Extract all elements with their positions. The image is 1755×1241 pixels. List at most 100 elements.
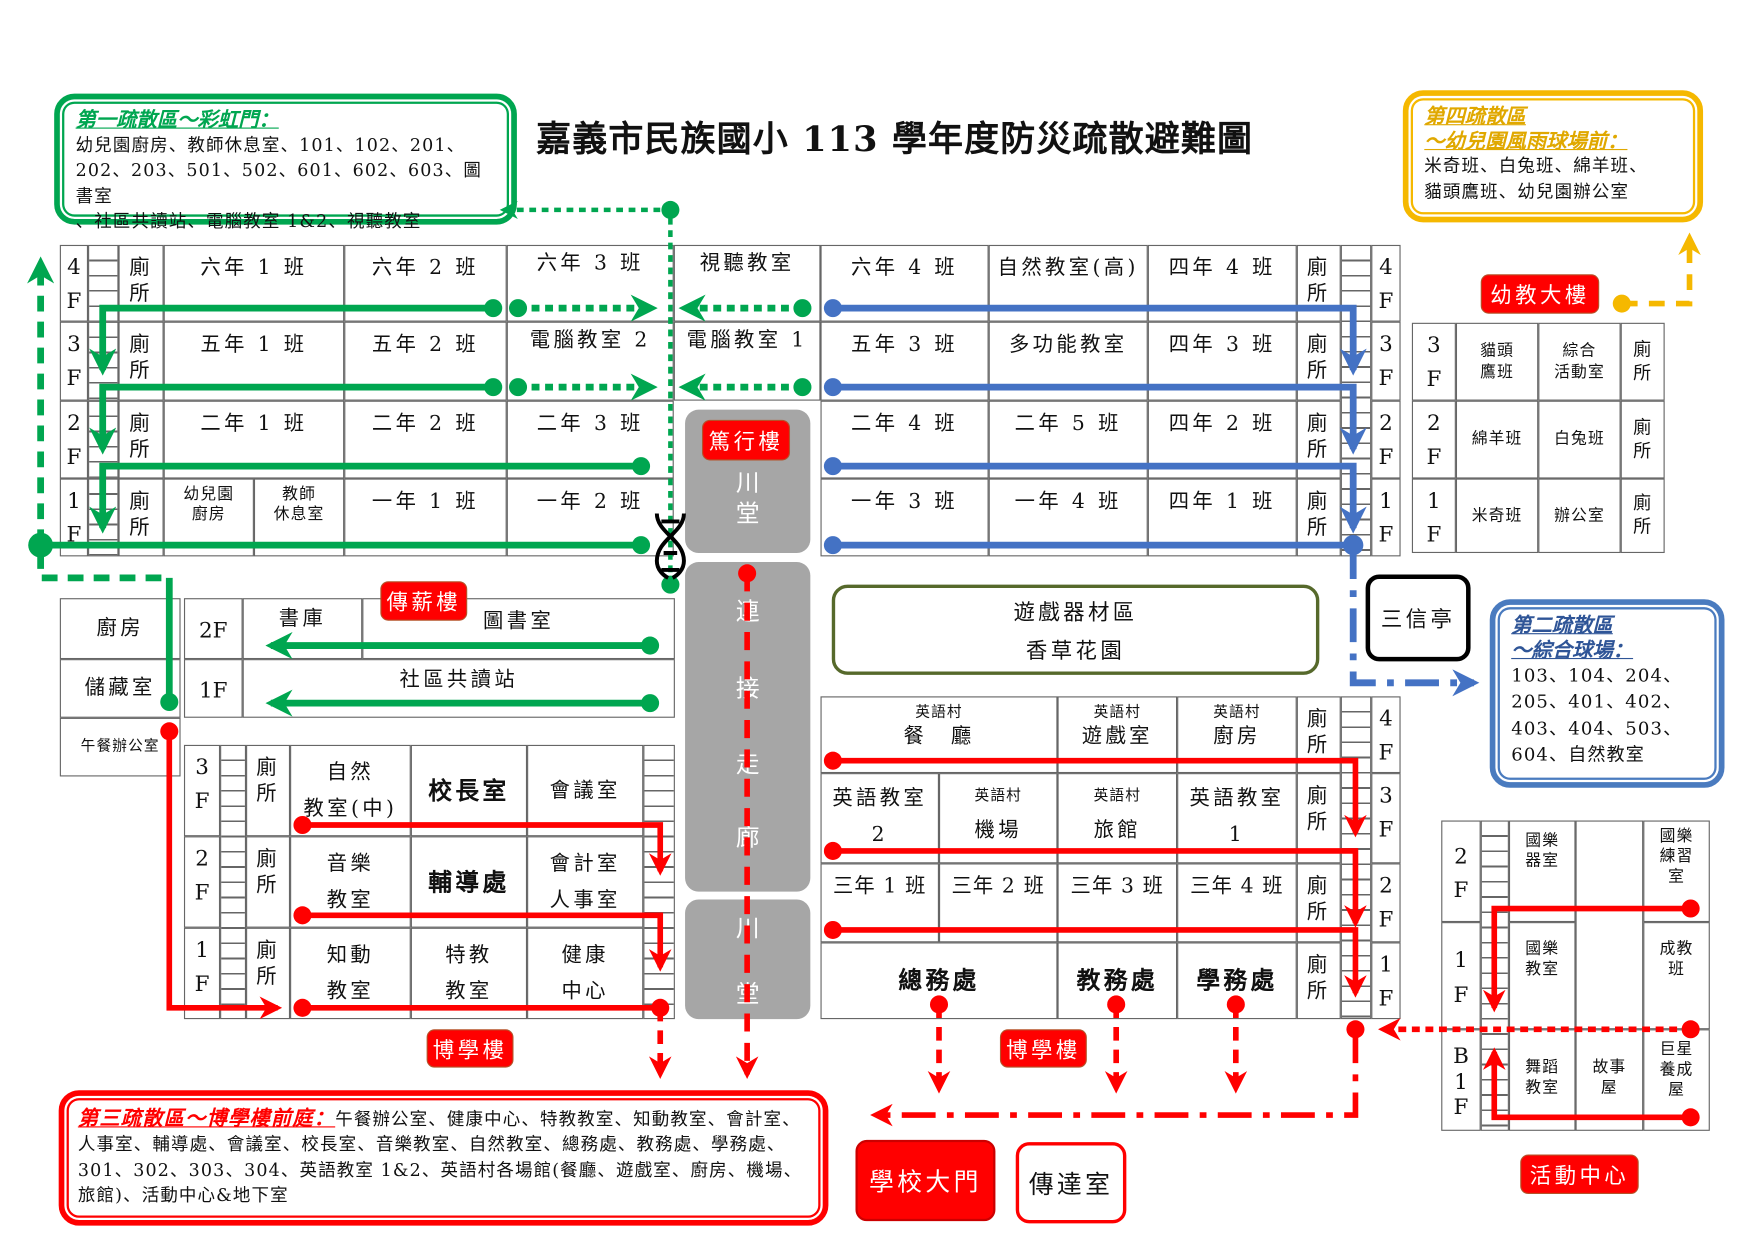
special-ed-room: 特教 教室 bbox=[410, 927, 528, 1020]
floor-label: 2 F bbox=[1441, 820, 1481, 923]
classroom: 白兔班 bbox=[1538, 400, 1621, 479]
classroom: 四年 1 班 bbox=[1147, 478, 1297, 557]
student-affairs-office: 學務處 bbox=[1177, 942, 1297, 1020]
route-dot bbox=[823, 536, 842, 555]
stairs bbox=[220, 744, 247, 1020]
route-dot bbox=[1681, 1020, 1700, 1039]
teacher-lounge: 教師 休息室 bbox=[253, 478, 345, 557]
zone4-text: 米奇班、白兔班、綿羊班、 貓頭鷹班、幼兒園辦公室 bbox=[1424, 155, 1648, 202]
floor-label: 1 F bbox=[1411, 478, 1456, 554]
floor-label: 2 F bbox=[1371, 863, 1401, 943]
route-dot bbox=[641, 694, 660, 713]
route-dot bbox=[1343, 534, 1364, 556]
toilet: 廁 所 bbox=[1620, 400, 1665, 479]
route-blue-5f bbox=[832, 383, 1367, 455]
route-dot bbox=[1681, 1108, 1700, 1127]
classroom: 五年 2 班 bbox=[344, 321, 507, 401]
toilet: 廁 所 bbox=[1296, 244, 1341, 322]
multipurpose-room: 多功能教室 bbox=[988, 321, 1148, 401]
herb-garden-label: 香草花園 bbox=[1025, 638, 1126, 664]
route-dot bbox=[823, 457, 842, 476]
toilet: 廁 所 bbox=[246, 836, 291, 928]
classroom: 貓頭 鷹班 bbox=[1455, 322, 1539, 401]
room-name: 英語教室 bbox=[1189, 786, 1285, 811]
classroom: 二年 2 班 bbox=[344, 400, 507, 479]
zone4-box: 第四疏散區 ～幼兒園風雨球場前： 米奇班、白兔班、綿羊班、 貓頭鷹班、幼兒園辦公… bbox=[1402, 90, 1704, 223]
route-dot bbox=[484, 299, 503, 318]
classroom: 一年 4 班 bbox=[988, 478, 1148, 557]
classroom: 三年 2 班 bbox=[938, 863, 1058, 943]
route-dot bbox=[160, 692, 179, 712]
classroom: 米奇班 bbox=[1455, 478, 1539, 554]
guard-room: 傳達室 bbox=[1015, 1142, 1127, 1224]
chinese-music-instrument-room: 國樂 器室 bbox=[1508, 820, 1576, 923]
accounting-personnel-office: 會計室 人事室 bbox=[527, 836, 644, 928]
zone2-text: 103、104、204、 205、401、402、 403、404、503、 6… bbox=[1511, 664, 1683, 765]
chinese-music-practice-room: 國樂 練習 室 bbox=[1643, 820, 1710, 923]
chuanxin-building-label: 傳薪樓 bbox=[380, 581, 468, 621]
av-room: 視聽教室 bbox=[673, 244, 821, 322]
toilet: 廁 所 bbox=[1620, 478, 1665, 554]
meeting-room: 會議室 bbox=[527, 744, 644, 837]
room-prefix: 英語村 bbox=[1213, 704, 1261, 722]
floor-label: 3 F bbox=[1371, 321, 1401, 401]
route-dot bbox=[651, 998, 670, 1017]
office: 辦公室 bbox=[1538, 478, 1621, 554]
computer-room-1: 電腦教室 1 bbox=[673, 321, 821, 401]
route-dot bbox=[1681, 899, 1700, 918]
principal-office: 校長室 bbox=[410, 744, 528, 837]
room-name: 旅館 bbox=[1093, 817, 1142, 842]
classroom: 六年 3 班 bbox=[506, 244, 674, 322]
route-dot bbox=[293, 998, 312, 1017]
floor-label: 3 F bbox=[1371, 773, 1401, 864]
lunch-office: 午餐辦公室 bbox=[59, 717, 181, 777]
route-dot bbox=[738, 564, 757, 583]
sanxin-pavilion: 三信亭 bbox=[1365, 574, 1471, 662]
computer-room-2: 電腦教室 2 bbox=[506, 321, 674, 401]
science-room-mid: 自然 教室(中) bbox=[290, 744, 411, 837]
zone3-title: 第三疏散區～博學樓前庭： bbox=[77, 1107, 336, 1131]
route-dot bbox=[160, 722, 179, 741]
classroom: 一年 3 班 bbox=[820, 478, 989, 557]
floor-label: 2 F bbox=[1371, 400, 1401, 479]
route-dot bbox=[632, 536, 651, 555]
floor-label: 3 F bbox=[183, 744, 221, 837]
english-village-hotel: 英語村旅館 bbox=[1057, 773, 1178, 864]
toilet: 廁 所 bbox=[1296, 478, 1341, 557]
route-yellow-to-zone4 bbox=[1621, 232, 1701, 307]
boxue-building-label: 博學樓 bbox=[426, 1029, 514, 1068]
room-name: 機場 bbox=[974, 817, 1022, 842]
room-number: 2 bbox=[871, 823, 888, 847]
route-dot bbox=[1612, 294, 1631, 313]
classroom: 五年 3 班 bbox=[820, 321, 989, 401]
room-name: 餐 廳 bbox=[903, 724, 975, 749]
book-stack-room: 書庫 bbox=[242, 598, 363, 660]
dna-icon bbox=[654, 513, 686, 580]
stairs bbox=[643, 744, 675, 1020]
route-dot bbox=[929, 995, 949, 1014]
classroom: 六年 4 班 bbox=[820, 244, 989, 322]
classroom: 二年 5 班 bbox=[988, 400, 1148, 479]
perceptual-motor-room: 知動 教室 bbox=[290, 927, 411, 1020]
floor-label: 1 F bbox=[183, 927, 221, 1020]
floor-label: 1 F bbox=[1371, 478, 1401, 557]
activity-room: 綜合 活動室 bbox=[1538, 322, 1621, 401]
duxing-building-label: 篤行樓 bbox=[701, 419, 791, 461]
floor-label: 3 F bbox=[59, 321, 89, 401]
zone3-text: 午餐辦公室、健康中心、特教教室、知動教室、會計室、人事室、輔導處、會議室、校長室… bbox=[77, 1109, 803, 1206]
toilet: 廁 所 bbox=[1296, 863, 1341, 943]
route-blue-2f bbox=[832, 462, 1367, 534]
floor-label: 1 F bbox=[59, 478, 89, 557]
zone3-box: 第三疏散區～博學樓前庭：午餐辦公室、健康中心、特教教室、知動教室、會計室、人事室… bbox=[58, 1090, 829, 1226]
route-dot bbox=[293, 906, 312, 925]
route-green-storage bbox=[37, 553, 170, 582]
zone1-title: 第一疏散區～彩虹門： bbox=[75, 108, 279, 133]
route-red-activity-2f bbox=[1482, 905, 1691, 1013]
floor-label: 2F bbox=[183, 598, 243, 660]
floor-label: 4 F bbox=[59, 244, 89, 322]
route-red-boxue-2f bbox=[302, 912, 672, 972]
route-dot bbox=[484, 378, 503, 397]
